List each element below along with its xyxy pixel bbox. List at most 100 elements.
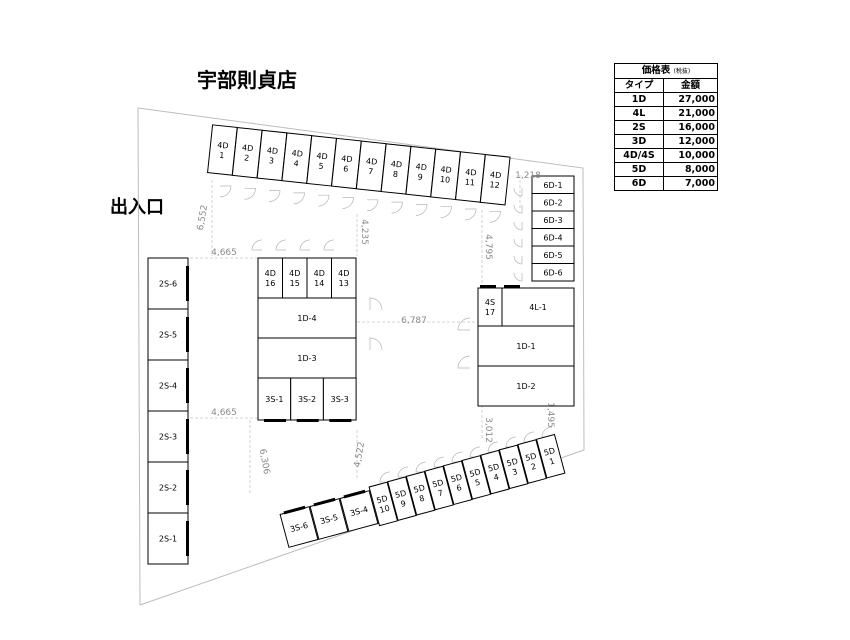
unit-1d-center: 1D-4	[257, 297, 357, 339]
unit-label: 5D	[394, 488, 407, 500]
unit-4d-top: 4D9	[405, 145, 437, 198]
unit-label: 5D	[376, 494, 389, 506]
door-swing	[505, 436, 517, 448]
unit-label: 3	[511, 467, 518, 477]
unit-label: 4D	[291, 149, 303, 159]
unit-outline	[480, 449, 510, 495]
unit-label: 4	[493, 472, 500, 482]
unit-outline	[290, 377, 324, 421]
aisle-lines	[180, 175, 553, 495]
door-swing	[317, 194, 330, 207]
unit-1d-right: 1D-2	[477, 365, 575, 407]
unit-label: 5D	[506, 457, 519, 469]
unit-outline	[531, 263, 575, 282]
door-swing	[415, 461, 427, 473]
unit-label: 5	[318, 162, 324, 171]
unit-outline	[535, 433, 566, 479]
unit-label: 4S	[485, 298, 495, 307]
unit-6d: 6D-3	[531, 210, 575, 229]
door-swing	[433, 456, 445, 468]
unit-outline	[477, 287, 503, 327]
entrance-label: 出入口	[110, 197, 164, 218]
unit-label: 2	[530, 462, 537, 472]
door-swing	[451, 451, 463, 463]
unit-label: 9	[417, 172, 423, 181]
unit-2s: 2S-4	[147, 359, 189, 412]
dimension-label: 4,522	[353, 441, 367, 468]
unit-label: 2S-6	[159, 280, 177, 289]
door-swing	[513, 255, 523, 265]
unit-outline	[477, 365, 575, 407]
door-swing	[379, 471, 391, 483]
unit-1d-center: 1D-3	[257, 337, 357, 379]
shutter-mark	[186, 266, 189, 301]
unit-label: 9	[400, 499, 407, 509]
unit-4l1: 4L-1	[501, 287, 575, 327]
unit-label: 15	[290, 279, 300, 288]
unit-label: 4L-1	[529, 303, 546, 312]
unit-label: 5D	[487, 462, 500, 474]
unit-5d: 5D7	[424, 465, 454, 511]
unit-label: 6D-4	[543, 233, 562, 242]
unit-label: 6D-3	[543, 216, 562, 225]
unit-label: 4D	[242, 143, 254, 153]
unit-label: 5D	[543, 446, 556, 458]
dimension-label: 6,552	[196, 204, 210, 231]
shutter-mark	[480, 285, 496, 288]
door-swing	[457, 317, 471, 331]
shutter-mark	[504, 285, 520, 288]
unit-label: 12	[489, 180, 500, 190]
unit-label: 2S-3	[159, 433, 177, 442]
unit-label: 6D-1	[543, 181, 562, 190]
door-swing	[251, 239, 263, 251]
unit-6d: 6D-4	[531, 228, 575, 247]
unit-label: 5	[474, 478, 481, 488]
unit-label: 6D-6	[543, 268, 562, 277]
unit-outline	[147, 461, 189, 514]
shutter-mark	[343, 489, 366, 499]
dimension-label: 6,787	[401, 316, 427, 326]
unit-5d: 5D1	[535, 433, 566, 479]
unit-label: 8	[418, 494, 425, 504]
unit-label: 6	[455, 483, 462, 493]
door-swing	[219, 185, 232, 198]
shutter-mark	[186, 521, 189, 556]
unit-label: 11	[464, 178, 475, 188]
unit-2s: 2S-3	[147, 410, 189, 463]
shutter-mark	[264, 419, 286, 422]
unit-label: 7	[368, 167, 374, 176]
shutter-mark	[186, 368, 189, 403]
unit-outline	[442, 460, 473, 506]
unit-label: 13	[339, 279, 349, 288]
unit-label: 2S-5	[159, 331, 177, 340]
unit-label: 2	[244, 153, 250, 162]
unit-outline	[501, 287, 575, 327]
dimension-label: 1,495	[545, 402, 555, 428]
door-swing	[369, 337, 383, 351]
unit-6d: 6D-5	[531, 245, 575, 264]
unit-label: 1	[548, 457, 555, 467]
unit-label: 4D	[316, 151, 328, 161]
unit-5d: 5D5	[461, 455, 492, 500]
unit-3s-center: 3S-1	[257, 377, 292, 421]
unit-5d: 5D8	[405, 470, 436, 516]
door-swing	[299, 239, 311, 251]
unit-label: 16	[265, 279, 275, 288]
unit-label: 4D	[338, 269, 349, 278]
unit-label: 6	[343, 164, 349, 173]
unit-label: 4D	[390, 159, 402, 169]
unit-outline	[424, 465, 454, 511]
unit-5d: 5D3	[498, 444, 529, 490]
unit-outline	[282, 257, 308, 299]
unit-label: 4D	[465, 168, 477, 178]
door-swing	[513, 272, 523, 282]
shutter-mark	[186, 419, 189, 454]
